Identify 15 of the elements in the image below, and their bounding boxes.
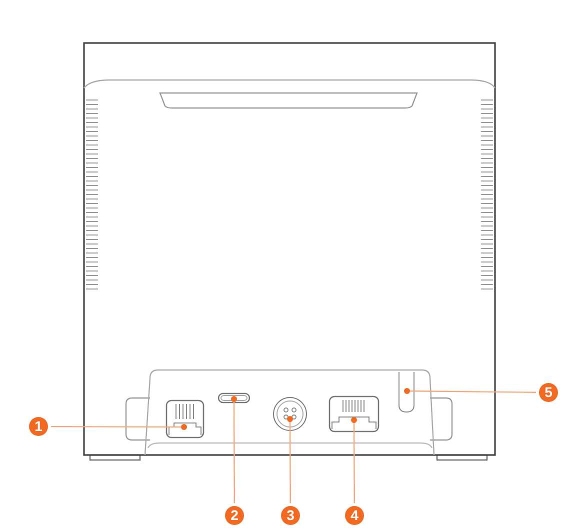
port — [329, 396, 379, 432]
leader-line — [404, 388, 536, 394]
round-port — [273, 397, 307, 431]
callout-number: 1 — [29, 417, 48, 436]
port — [218, 393, 250, 403]
callout-number: 4 — [345, 506, 364, 525]
leader-line — [351, 417, 357, 503]
slot — [398, 372, 415, 413]
leader-line — [287, 416, 293, 503]
leader-line — [231, 396, 237, 503]
callout-number: 3 — [281, 506, 300, 525]
callout-number: 5 — [539, 383, 558, 402]
port — [166, 400, 204, 438]
leader-line — [51, 424, 187, 430]
callout-number: 2 — [225, 506, 244, 525]
